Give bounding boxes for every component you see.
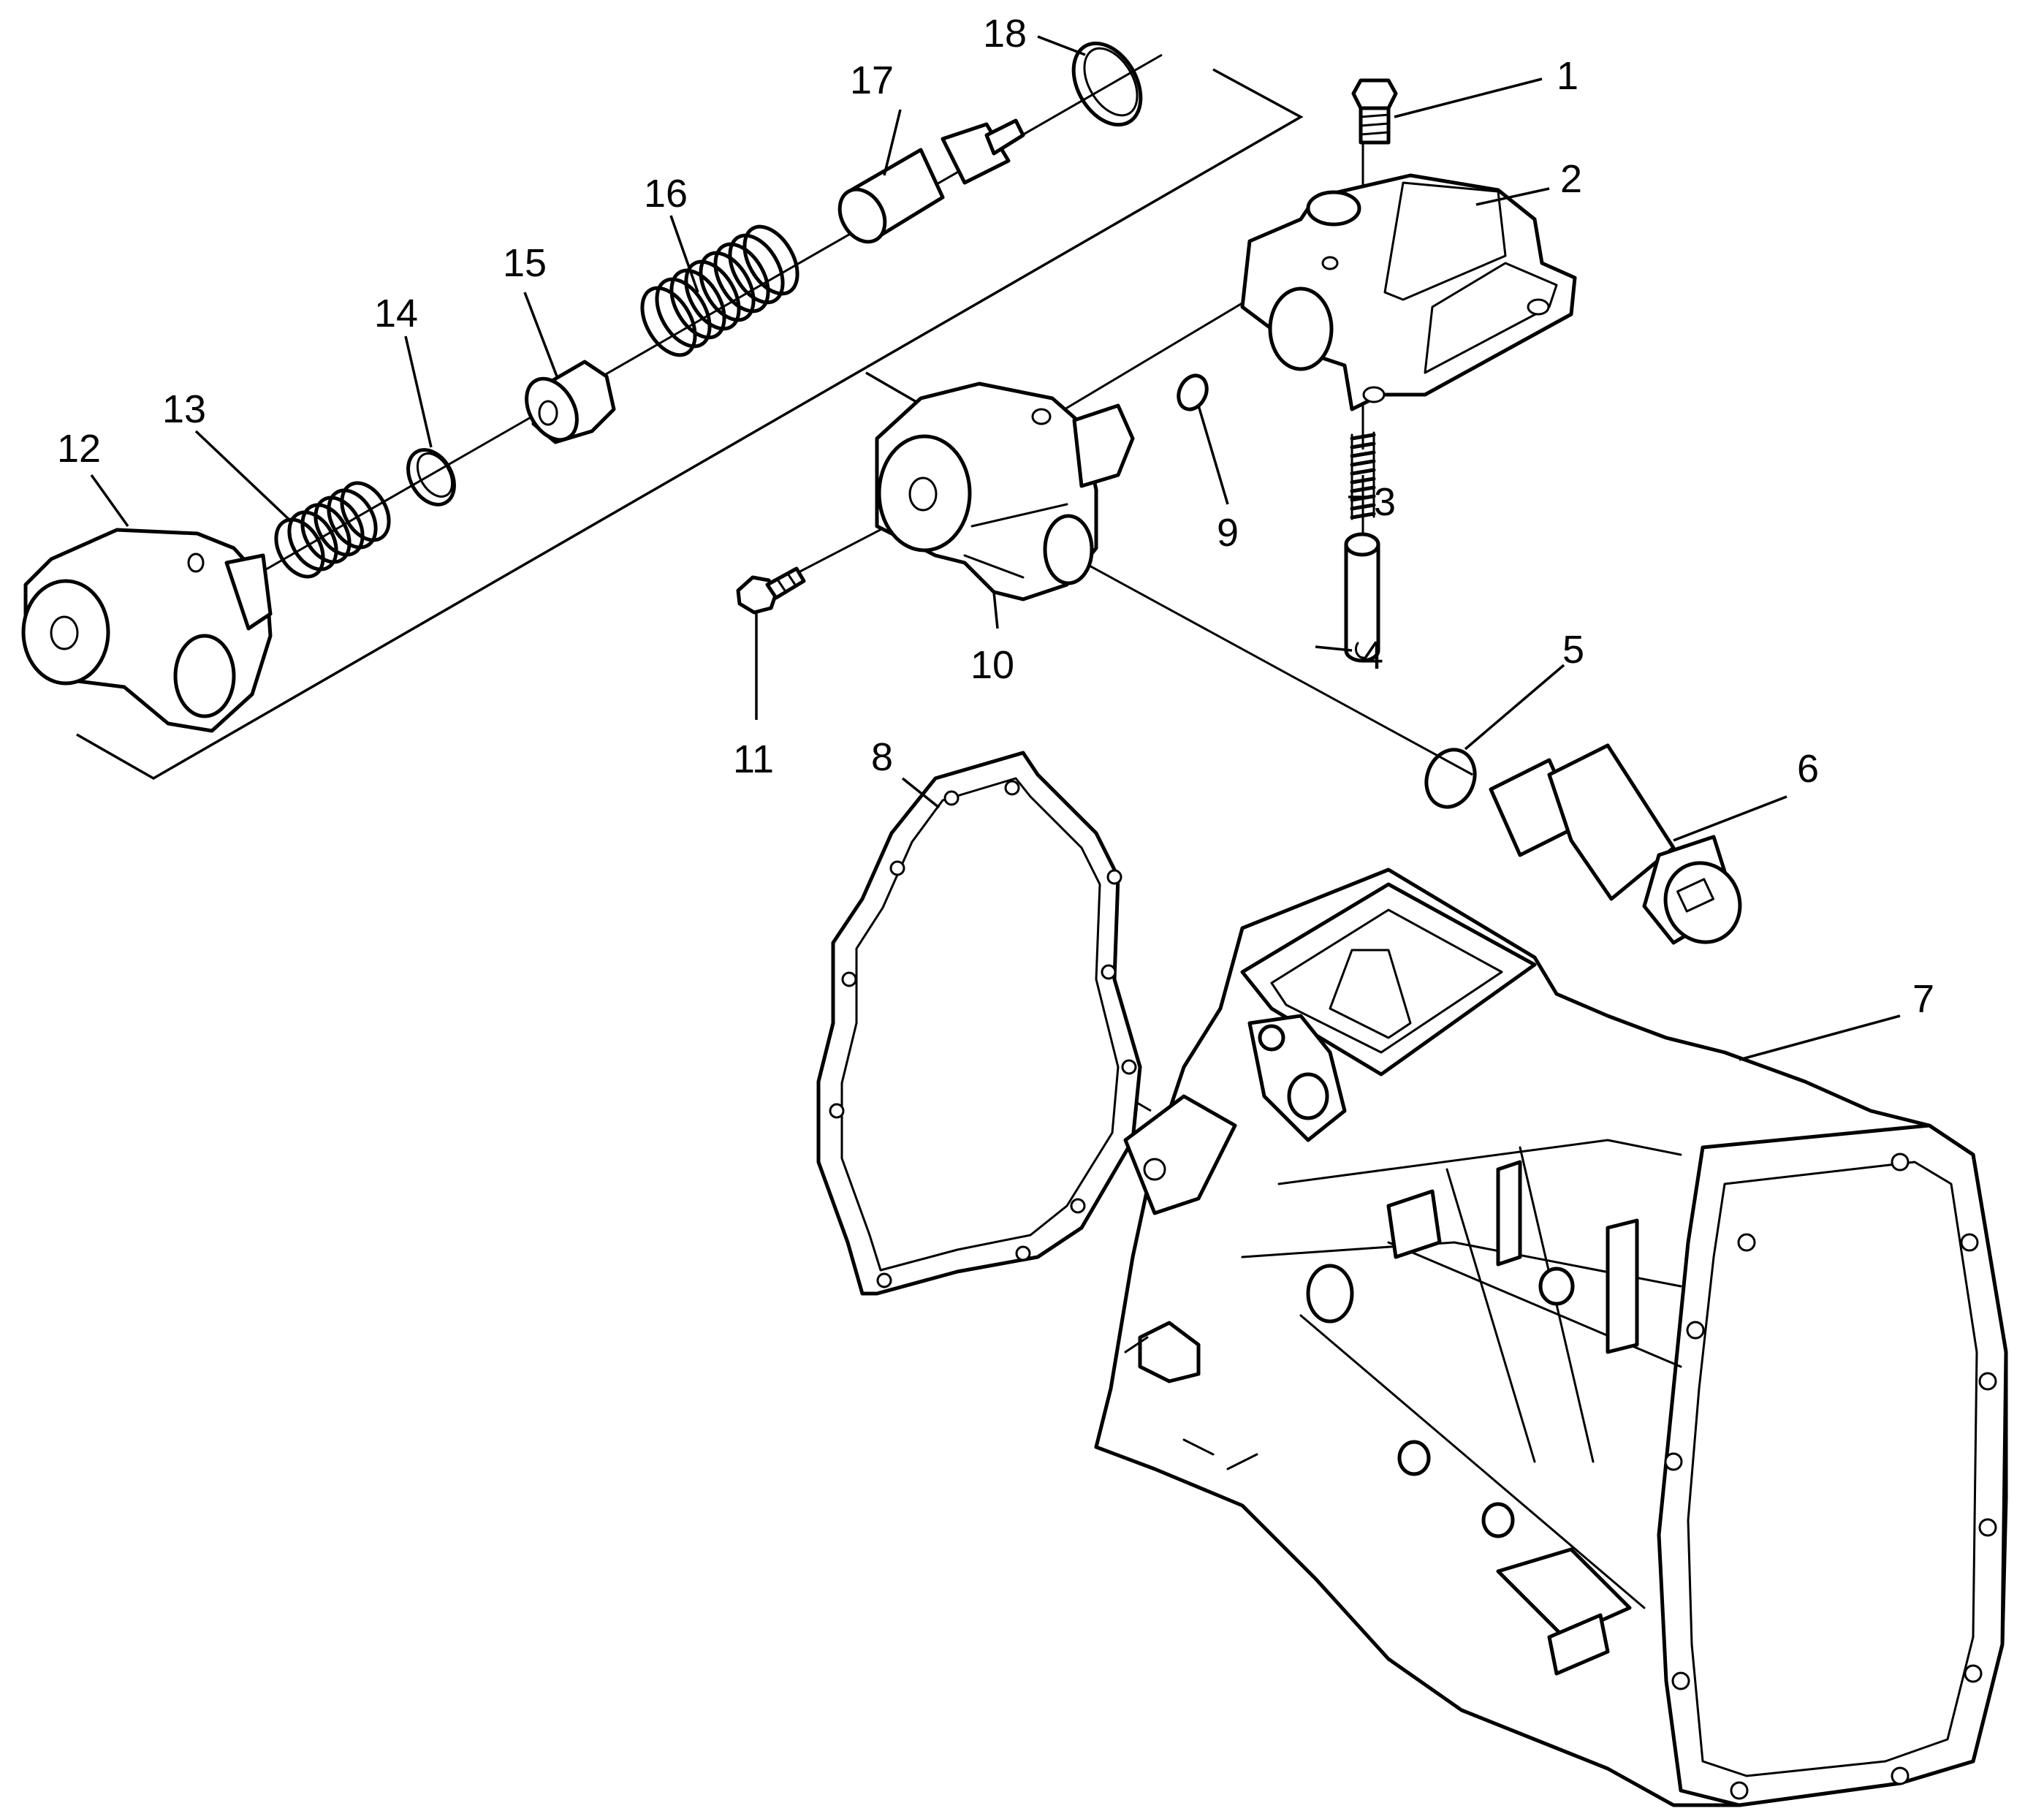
- part-10-cover-block: [875, 381, 1135, 601]
- part-13-spring: [274, 481, 391, 579]
- part-11-bolt: [736, 566, 806, 615]
- callout-16: 16: [644, 172, 688, 216]
- part-4-pin: [1344, 532, 1380, 663]
- callout-14: 14: [374, 292, 418, 335]
- callout-13: 13: [162, 387, 206, 431]
- part-12-body: [21, 528, 273, 733]
- leader-lines: [90, 35, 1901, 1061]
- callout-15: 15: [503, 241, 547, 285]
- callout-2: 2: [1560, 157, 1582, 201]
- part-5-oring: [1424, 748, 1477, 809]
- part-15-plunger: [525, 360, 616, 444]
- part-6-switch: [1489, 743, 1742, 945]
- callout-17: 17: [850, 58, 894, 102]
- callout-10: 10: [970, 643, 1014, 687]
- part-9-small-oring: [1177, 373, 1209, 411]
- callout-4: 4: [1361, 634, 1383, 677]
- callout-18: 18: [983, 12, 1027, 56]
- callout-7: 7: [1912, 977, 1934, 1021]
- part-3-spring: [1350, 431, 1376, 520]
- part-2-housing: [1240, 173, 1577, 411]
- callout-11: 11: [733, 737, 774, 781]
- callout-5: 5: [1562, 628, 1584, 672]
- callout-6: 6: [1797, 747, 1819, 791]
- part-16-spring: [640, 224, 799, 357]
- part-14-snap-ring: [406, 448, 456, 506]
- callout-12: 12: [57, 427, 101, 471]
- part-18-snap-ring: [1071, 41, 1143, 127]
- callout-1: 1: [1557, 54, 1578, 98]
- callout-9: 9: [1217, 511, 1239, 555]
- part-8-gasket: [816, 751, 1142, 1296]
- part-7-transmission-case: [1094, 867, 2008, 1807]
- part-17-piston: [837, 118, 1025, 244]
- callouts: 1 2 3 4 5 6 7 8 9 10 11 12 13 14 15 16 1…: [57, 12, 1934, 1021]
- callout-3: 3: [1374, 480, 1396, 524]
- part-1-bolt: [1351, 78, 1398, 145]
- callout-8: 8: [871, 735, 893, 779]
